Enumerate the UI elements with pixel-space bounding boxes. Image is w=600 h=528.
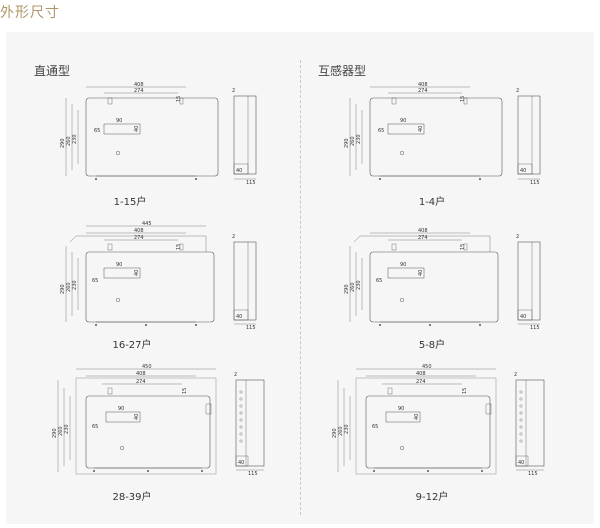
dim-side-115: 115 [530,180,540,186]
column-title-left: 直通型 [34,64,71,78]
dim-65: 65 [372,424,378,430]
dim-40: 40 [134,270,140,276]
dim-2: 2 [232,234,235,240]
dim-90: 90 [400,262,406,268]
dim-side-40: 40 [236,168,242,174]
dim-290: 290 [332,428,338,438]
dim-width-274: 274 [416,379,426,385]
dim-65: 65 [92,424,98,430]
dim-width-408: 408 [418,82,428,88]
dim-side-115: 115 [246,180,256,186]
dim-260: 260 [350,282,356,292]
dim-290: 290 [52,428,58,438]
drawing-9-12: 450 408 274 15 90 40 65 290 260 230 2 40… [332,364,545,477]
dim-2: 2 [232,88,235,94]
dim-15: 15 [176,244,182,250]
dim-230: 230 [356,280,362,290]
dim-side-40: 40 [236,314,242,320]
dim-width-274: 274 [136,379,146,385]
dim-90: 90 [400,118,406,124]
dim-2: 2 [514,372,517,378]
dim-260: 260 [350,136,356,146]
dim-260: 260 [66,282,72,292]
dim-15: 15 [182,388,188,394]
dim-65: 65 [92,278,98,284]
dim-90: 90 [116,118,122,124]
dim-260: 260 [66,136,72,146]
dim-side-115: 115 [248,471,258,477]
dim-15: 15 [462,388,468,394]
drawing-5-8: 408 274 15 90 40 65 290 260 230 2 40 115 [344,228,541,331]
dim-65: 65 [378,128,384,134]
drawing-label: 1-15户 [113,197,147,208]
dim-290: 290 [60,284,66,294]
dim-width-408: 408 [416,371,426,377]
dim-side-40: 40 [520,314,526,320]
dim-90: 90 [116,262,122,268]
section-heading: 外形尺寸 [0,5,60,21]
drawing-label: 28-39户 [112,492,152,503]
dim-15: 15 [176,96,182,102]
dim-65: 65 [94,128,100,134]
dim-width-445: 445 [142,221,152,227]
dim-side-115: 115 [246,325,256,331]
dim-width-408: 408 [134,228,144,234]
column-divider [300,60,301,515]
dim-side-40: 40 [520,168,526,174]
dim-40: 40 [134,126,140,132]
dim-90: 90 [398,406,404,412]
dim-15: 15 [460,244,466,250]
drawing-16-27: 445 408 274 15 90 40 65 290 260 230 2 40… [60,221,257,331]
drawing-label: 16-27户 [112,340,152,351]
dim-65: 65 [376,278,382,284]
dim-40: 40 [134,414,140,420]
dim-side-115: 115 [528,471,538,477]
dim-width-274: 274 [134,235,144,241]
dim-260: 260 [58,426,64,436]
drawing-1-4: 408 274 15 90 40 65 290 260 230 2 40 115 [344,82,541,186]
dim-2: 2 [516,234,519,240]
dim-width-408: 408 [418,228,428,234]
dim-width-274: 274 [418,235,428,241]
dim-230: 230 [356,134,362,144]
dim-260: 260 [338,426,344,436]
dim-2: 2 [516,88,519,94]
drawing-28-39: 450 408 274 15 90 40 65 290 260 230 2 40… [52,364,265,477]
drawing-label: 5-8户 [418,340,446,351]
drawing-1-15: 408 274 15 90 40 65 290 260 230 2 40 115 [60,82,257,186]
dim-width-274: 274 [418,88,428,94]
dim-40: 40 [418,270,424,276]
dim-width-450: 450 [422,364,432,370]
dim-290: 290 [344,138,350,148]
column-title-right: 互感器型 [318,64,367,78]
dim-230: 230 [64,424,70,434]
dim-side-40: 40 [238,460,244,466]
drawing-label: 1-4户 [418,197,446,208]
dim-width-450: 450 [142,364,152,370]
dim-side-40: 40 [518,460,524,466]
dim-width-274: 274 [134,88,144,94]
dim-90: 90 [118,406,124,412]
dim-15: 15 [460,96,466,102]
dim-width-408: 408 [136,371,146,377]
dim-290: 290 [344,284,350,294]
dim-width-408: 408 [134,82,144,88]
dim-230: 230 [72,134,78,144]
dim-230: 230 [72,280,78,290]
dim-2: 2 [234,372,237,378]
dim-230: 230 [344,424,350,434]
drawing-label: 9-12户 [415,492,449,503]
dim-side-115: 115 [530,325,540,331]
dim-290: 290 [60,138,66,148]
dim-40: 40 [418,126,424,132]
dim-40: 40 [414,414,420,420]
